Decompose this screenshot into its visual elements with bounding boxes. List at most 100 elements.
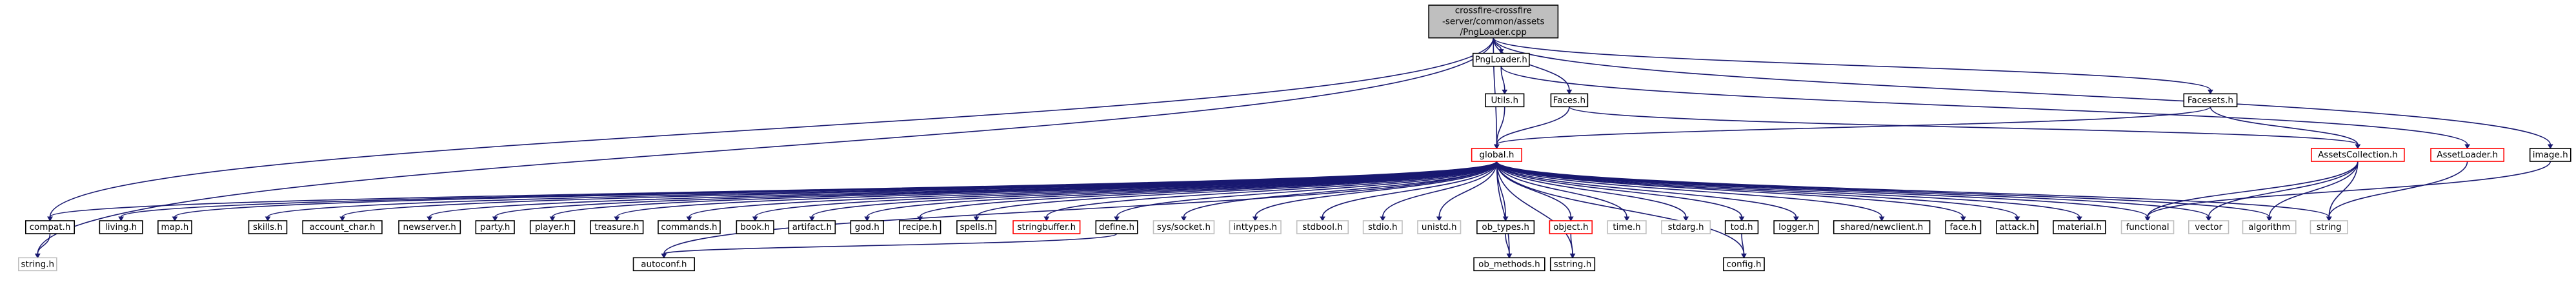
node-vector[interactable]: vector — [2188, 220, 2229, 234]
edge-line — [2208, 161, 2359, 218]
edge-line — [2328, 161, 2468, 218]
dependency-edge — [1114, 161, 1498, 221]
node-treasure[interactable]: treasure.h — [590, 220, 644, 234]
node-newserver[interactable]: newserver.h — [398, 220, 461, 234]
node-define[interactable]: define.h — [1095, 220, 1138, 234]
node-assetscollection[interactable]: AssetsCollection.h — [2311, 148, 2405, 162]
node-time[interactable]: time.h — [1607, 220, 1647, 234]
edge-arrowhead — [1506, 253, 1513, 259]
node-box — [1945, 220, 1982, 234]
node-string[interactable]: string — [2309, 220, 2348, 234]
edge-line — [49, 37, 1494, 218]
node-inttypes[interactable]: inttypes.h — [1229, 220, 1282, 234]
node-sstring[interactable]: sstring.h — [1549, 257, 1596, 272]
node-ob-methods[interactable]: ob_methods.h — [1473, 257, 1545, 272]
node-label: string — [2317, 222, 2342, 232]
edge-arrowhead — [265, 216, 271, 221]
node-box — [2242, 220, 2297, 234]
node-box — [1607, 220, 1647, 234]
node-god[interactable]: god.h — [850, 220, 884, 234]
node-config[interactable]: config.h — [1723, 257, 1765, 272]
node-assetloader[interactable]: AssetLoader.h — [2430, 148, 2504, 162]
node-box — [99, 220, 143, 234]
node-facesets[interactable]: Facesets.h — [2183, 93, 2238, 108]
node-tod[interactable]: tod.h — [1724, 220, 1759, 234]
edge-line — [976, 161, 1498, 218]
edge-line — [1254, 161, 1498, 218]
node-box — [475, 220, 515, 234]
node-algorithm[interactable]: algorithm — [2242, 220, 2297, 234]
node-label: image.h — [2533, 150, 2568, 160]
node-spells[interactable]: spells.h — [956, 220, 997, 234]
node-map[interactable]: map.h — [157, 220, 192, 234]
node-object[interactable]: object.h — [1549, 220, 1593, 234]
node-ob-types[interactable]: ob_types.h — [1476, 220, 1535, 234]
node-box — [1549, 220, 1593, 234]
node-functional[interactable]: functional — [2120, 220, 2175, 234]
node-box — [18, 257, 57, 272]
node-player[interactable]: player.h — [529, 220, 576, 234]
edge-line — [2147, 161, 2359, 218]
node-root[interactable]: crossfire-crossfire-server/common/assets… — [1428, 5, 1559, 39]
node-label: living.h — [105, 222, 137, 232]
node-stdarg[interactable]: stdarg.h — [1661, 220, 1711, 234]
node-label: vector — [2195, 222, 2222, 232]
node-living[interactable]: living.h — [99, 220, 143, 234]
node-syssocket[interactable]: sys/socket.h — [1152, 220, 1215, 234]
node-box — [1095, 220, 1138, 234]
node-recipe[interactable]: recipe.h — [898, 220, 941, 234]
node-autoconf[interactable]: autoconf.h — [632, 257, 695, 272]
node-label: Faces.h — [1553, 95, 1585, 105]
node-material[interactable]: material.h — [2053, 220, 2106, 234]
edge-arrowhead — [752, 216, 758, 221]
node-box — [302, 220, 383, 234]
node-pngloader[interactable]: PngLoader.h — [1472, 52, 1530, 67]
node-utils[interactable]: Utils.h — [1485, 93, 1525, 108]
node-box — [157, 220, 192, 234]
node-label: AssetLoader.h — [2437, 150, 2498, 160]
edge-arrowhead — [1624, 216, 1630, 221]
dependency-edge — [339, 161, 1498, 221]
node-stringh[interactable]: string.h — [18, 257, 57, 272]
edge-line — [663, 233, 1118, 255]
dependency-edge — [1496, 161, 2082, 221]
node-faces[interactable]: Faces.h — [1550, 93, 1589, 108]
node-box — [788, 220, 836, 234]
node-commands[interactable]: commands.h — [658, 220, 721, 234]
node-skills[interactable]: skills.h — [248, 220, 288, 234]
node-artifact[interactable]: artifact.h — [788, 220, 836, 234]
node-label: newserver.h — [403, 222, 456, 232]
edge-line — [1496, 161, 2080, 218]
dependency-edge — [1494, 107, 1570, 149]
node-label: stdarg.h — [1668, 222, 1704, 232]
node-box — [1152, 220, 1215, 234]
node-party[interactable]: party.h — [475, 220, 515, 234]
dependency-edge — [1496, 161, 1745, 221]
node-account-char[interactable]: account_char.h — [302, 220, 383, 234]
node-faceh[interactable]: face.h — [1945, 220, 1982, 234]
node-box — [658, 220, 721, 234]
node-logger[interactable]: logger.h — [1773, 220, 1819, 234]
dependency-edge — [1500, 66, 1508, 95]
node-stringbuffer[interactable]: stringbuffer.h — [1012, 220, 1081, 234]
node-book[interactable]: book.h — [736, 220, 774, 234]
node-unistd[interactable]: unistd.h — [1417, 220, 1462, 234]
node-sharednewclient[interactable]: shared/newclient.h — [1833, 220, 1931, 234]
dependency-edge — [1496, 161, 1885, 221]
edge-arrowhead — [2326, 216, 2332, 221]
node-label: skills.h — [253, 222, 283, 232]
node-label: attack.h — [1999, 222, 2035, 232]
edge-arrowhead — [686, 216, 692, 221]
node-global[interactable]: global.h — [1471, 148, 1522, 162]
node-imageh[interactable]: image.h — [2529, 148, 2571, 162]
node-stdbool[interactable]: stdbool.h — [1296, 220, 1349, 234]
node-label: unistd.h — [1422, 222, 1457, 232]
node-attack[interactable]: attack.h — [1996, 220, 2038, 234]
node-compat[interactable]: compat.h — [25, 220, 75, 234]
node-box — [1550, 93, 1589, 108]
node-box — [1996, 220, 2038, 234]
node-label: string.h — [21, 259, 54, 269]
edge-line — [1116, 161, 1498, 218]
node-label: Facesets.h — [2188, 95, 2233, 105]
node-stdio[interactable]: stdio.h — [1362, 220, 1403, 234]
